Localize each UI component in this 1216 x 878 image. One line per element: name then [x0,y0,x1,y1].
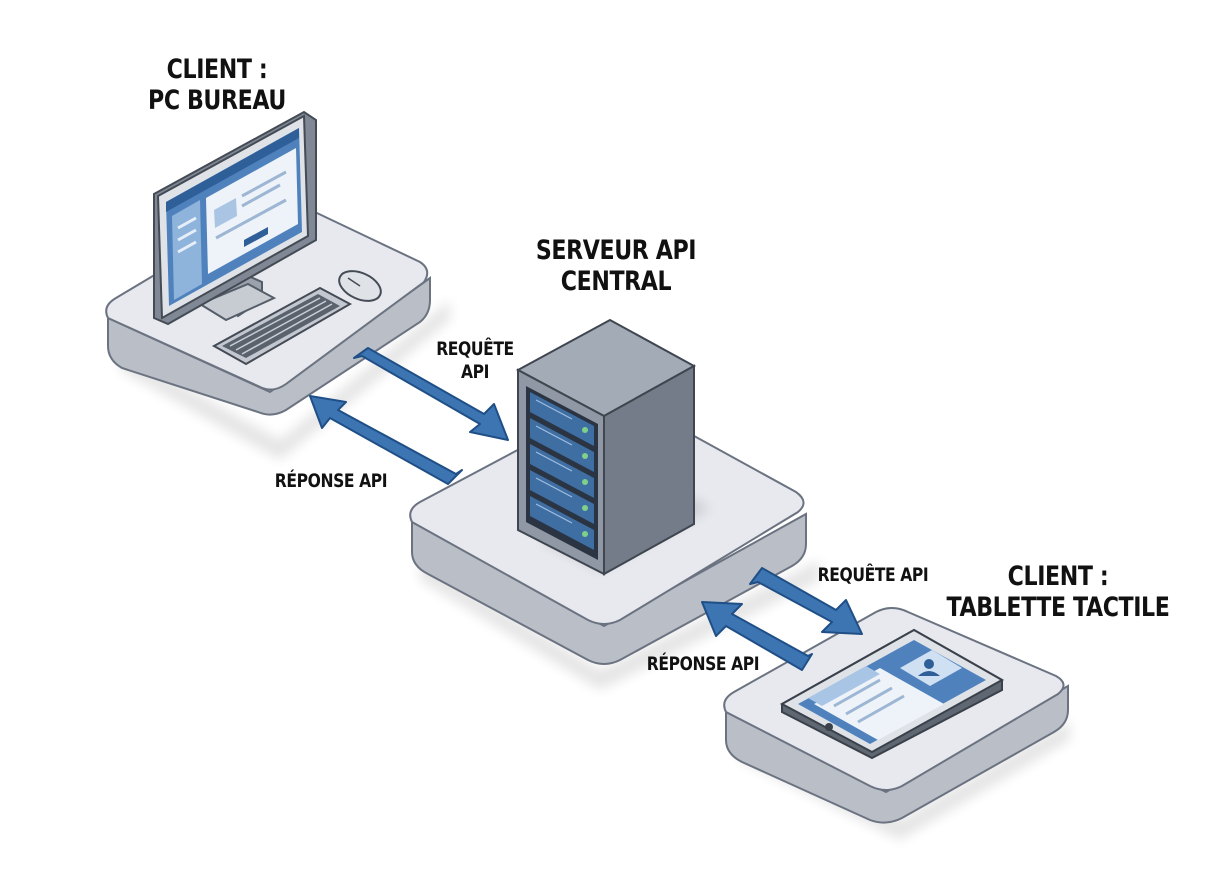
pc-request-label-line2: API [460,361,490,383]
keyboard-key-rows [229,297,333,355]
server-label-line1: SERVEUR API [535,235,697,266]
pc-platform-side [107,276,431,416]
tablet-avatar-icon [924,659,934,669]
screen-text-line [215,198,287,240]
pc-response-label-text: RÉPONSE API [274,470,388,492]
tablet-response-arrow [701,601,813,671]
screen-sidebar-line [177,216,197,230]
server-side [603,364,695,576]
server-label-line2: CENTRAL [560,266,672,297]
tablet-screen-text-lines [833,678,905,724]
tablet-request-label-text: REQUÊTE API [817,564,929,586]
pc-client-node [105,110,450,460]
tablet-client-label: CLIENT : TABLETTE TACTILE [943,561,1173,623]
tablet-request-arrow [749,567,863,635]
server-label: SERVEUR API CENTRAL [526,235,706,297]
pc-client-label: CLIENT : PC BUREAU [147,54,286,116]
pc-request-label-line1: REQUÊTE [436,338,514,360]
screen-button [244,227,268,247]
server-vent-lines [535,399,573,524]
screen-content-block [214,198,237,228]
tablet-screen-sidebar [808,666,880,706]
tablet-response-label-text: RÉPONSE API [646,653,760,675]
pc-response-label: RÉPONSE API [270,470,393,493]
tablet-client-label-line2: TABLETTE TACTILE [946,592,1170,623]
tablet-client-node [723,607,1070,840]
tablet-screen-panel [814,668,944,740]
tablet-request-label: REQUÊTE API [813,564,933,587]
server-status-led [582,427,588,537]
server-node [409,318,820,690]
screen-sidebar-line [177,240,197,254]
tablet-response-label: RÉPONSE API [643,653,763,676]
tablet-avatar-body [918,671,940,676]
tablet-home-button [825,723,833,731]
server-platform-side [411,512,807,665]
pc-response-arrow [309,395,463,485]
pc-request-arrow [353,347,509,441]
screen-text-line [241,183,281,208]
tablet-client-label-line1: CLIENT : [1007,561,1109,592]
tablet-platform-side [725,684,1069,824]
screen-titlebar [166,128,299,212]
screen-text-line [241,170,287,198]
pc-request-label: REQUÊTE API [430,338,520,384]
mouse-button-split [347,277,361,287]
server-platform-shadow [420,560,820,690]
pc-client-label-line1: CLIENT : [166,54,268,85]
screen-sidebar-line [177,228,197,242]
screen-sidebar-panel [172,200,202,300]
monitor-base [197,282,277,322]
pc-client-label-line2: PC BUREAU [148,85,286,116]
